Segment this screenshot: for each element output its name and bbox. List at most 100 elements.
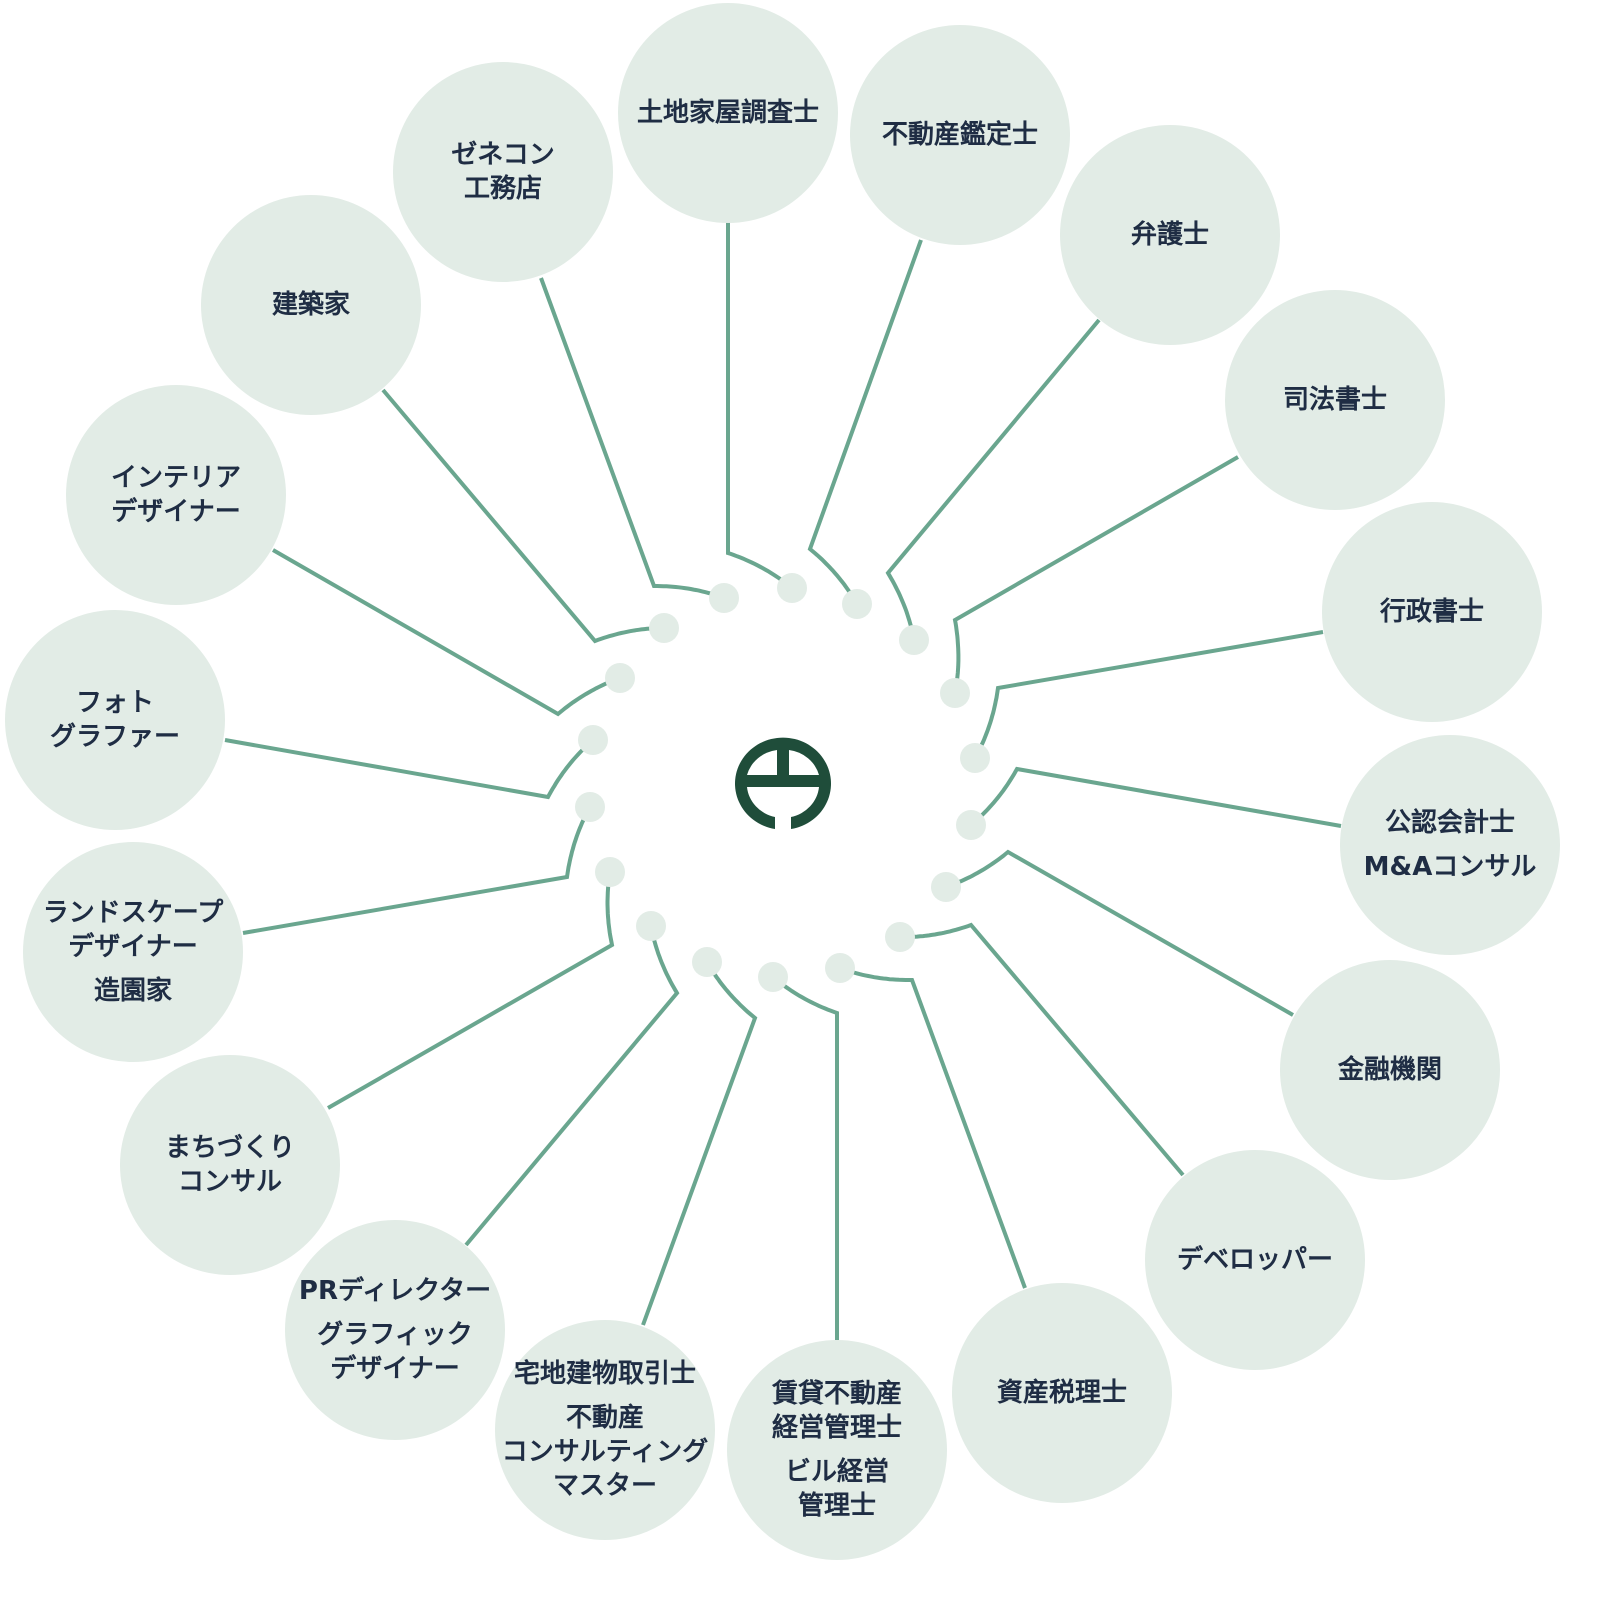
label-line: 不動産鑑定士 [881, 120, 1039, 150]
connector-developer [900, 922, 1185, 1177]
label-line: 工務店 [463, 174, 543, 204]
label-line: 造園家 [93, 976, 173, 1006]
label-line: デザイナー [330, 1354, 460, 1384]
label-line: 不動産 [565, 1403, 645, 1433]
label-group: 行政書士 [1380, 595, 1484, 629]
connector-shisan-zeirishi [839, 966, 1027, 1289]
label-line: 管理士 [797, 1491, 877, 1521]
label-line: 行政書士 [1379, 597, 1485, 627]
label-line: グラファー [49, 722, 181, 752]
label-line: M&Aコンサル [1363, 852, 1537, 882]
node-label-photographer: フォトグラファー [50, 686, 180, 754]
ring-dot-photographer [578, 725, 608, 755]
label-group: M&Aコンサル [1364, 850, 1537, 884]
ring-dot-kenchikuka [649, 613, 679, 643]
node-label-pr-director: PRディレクターグラフィックデザイナー [299, 1274, 491, 1386]
label-line: コンサルティング [501, 1437, 709, 1467]
label-group: 司法書士 [1283, 383, 1387, 417]
connector-interior [272, 548, 621, 717]
node-label-shiho-shoshi: 司法書士 [1283, 383, 1387, 417]
connector-pr-director [464, 925, 680, 1247]
ring-dot-tochi-kaoku-chosashi [777, 573, 807, 603]
label-group: フォトグラファー [50, 686, 180, 754]
node-circle-photographer [5, 610, 225, 830]
node-label-shisan-zeirishi: 資産税理士 [997, 1376, 1127, 1410]
label-group: 不動産コンサルティングマスター [502, 1401, 708, 1503]
node-label-tochi-kaoku-chosashi: 土地家屋調査士 [637, 96, 819, 130]
label-group: デベロッパー [1177, 1243, 1333, 1277]
label-group: まちづくりコンサル [165, 1131, 295, 1199]
label-line: 宅地建物取引士 [513, 1359, 697, 1389]
label-group: 宅地建物取引士 [502, 1357, 708, 1391]
label-line: デザイナー [111, 497, 241, 527]
ring-dot-landscape [575, 792, 605, 822]
label-group: PRディレクター [299, 1274, 491, 1308]
connector-landscape [242, 806, 592, 935]
ring-dot-shiho-shoshi [940, 678, 970, 708]
ring-dot-general-contractor [709, 583, 739, 613]
connector-machizukuri [327, 871, 615, 1110]
connector-general-contractor [539, 277, 725, 600]
ring-dot-gyosei-shoshi [960, 743, 990, 773]
ring-dot-chintai-fudosan [758, 962, 788, 992]
label-line: ビル経営 [784, 1457, 890, 1487]
label-line: ランドスケープ [42, 898, 224, 928]
label-group: 建築家 [272, 288, 350, 322]
node-label-machizukuri: まちづくりコンサル [165, 1131, 295, 1199]
node-circle-tochi-kaoku-chosashi [618, 3, 838, 223]
label-group: 賃貸不動産経営管理士 [772, 1377, 902, 1445]
label-group: 土地家屋調査士 [637, 96, 819, 130]
label-line: 経営管理士 [771, 1413, 903, 1443]
label-line: デベロッパー [1176, 1245, 1334, 1275]
node-circle-interior [66, 385, 286, 605]
ring-dots [575, 573, 990, 992]
ring-dot-pr-director [636, 911, 666, 941]
node-label-gyosei-shoshi: 行政書士 [1380, 595, 1484, 629]
node-circle-konin-kaikeishi [1340, 735, 1560, 955]
connector-kinyu-kikan [945, 849, 1294, 1017]
label-line: 建築家 [271, 290, 351, 320]
connector-kenchikuka [381, 388, 664, 644]
node-label-interior: インテリアデザイナー [111, 461, 241, 529]
label-line: デザイナー [68, 932, 198, 962]
node-circle-landscape [23, 842, 243, 1062]
label-line: 賃貸不動産 [771, 1379, 903, 1409]
label-line: 資産税理士 [996, 1378, 1128, 1408]
label-group: 弁護士 [1131, 218, 1209, 252]
node-label-bengoshi: 弁護士 [1131, 218, 1209, 252]
node-circle-chintai-fudosan [727, 1340, 947, 1560]
ring-dot-shisan-zeirishi [825, 953, 855, 983]
node-circle-machizukuri [120, 1055, 340, 1275]
node-label-takuchi-tatemono: 宅地建物取引士不動産コンサルティングマスター [502, 1357, 708, 1503]
label-line: インテリア [110, 463, 242, 493]
label-line: グラフィック [317, 1320, 473, 1350]
label-line: まちづくり [164, 1133, 296, 1163]
node-circle-takuchi-tatemono [495, 1320, 715, 1540]
node-circles [5, 3, 1560, 1560]
node-label-landscape: ランドスケープデザイナー造園家 [43, 896, 223, 1008]
ring-dot-bengoshi [899, 625, 929, 655]
label-line: PRディレクター [298, 1276, 492, 1306]
ring-dot-fudosan-kanteishi [842, 589, 872, 619]
node-circle-bengoshi [1060, 125, 1280, 345]
node-circle-general-contractor [393, 62, 613, 282]
node-label-developer: デベロッパー [1177, 1243, 1333, 1277]
connector-bengoshi [885, 318, 1101, 641]
connector-tochi-kaoku-chosashi [726, 222, 794, 590]
node-circle-fudosan-kanteishi [850, 25, 1070, 245]
node-circle-kinyu-kikan [1280, 960, 1500, 1180]
label-line: 司法書士 [1282, 385, 1388, 415]
label-line: 土地家屋調査士 [636, 98, 820, 128]
node-circle-pr-director [285, 1220, 505, 1440]
label-line: ゼネコン [451, 140, 555, 170]
connector-konin-kaikeishi [969, 766, 1342, 828]
node-label-general-contractor: ゼネコン工務店 [451, 138, 554, 206]
ring-dot-interior [605, 663, 635, 693]
node-label-fudosan-kanteishi: 不動産鑑定士 [882, 118, 1038, 152]
ring-dot-konin-kaikeishi [956, 810, 986, 840]
ring-dot-machizukuri [595, 857, 625, 887]
label-line: フォト [75, 688, 155, 718]
node-circle-developer [1145, 1150, 1365, 1370]
